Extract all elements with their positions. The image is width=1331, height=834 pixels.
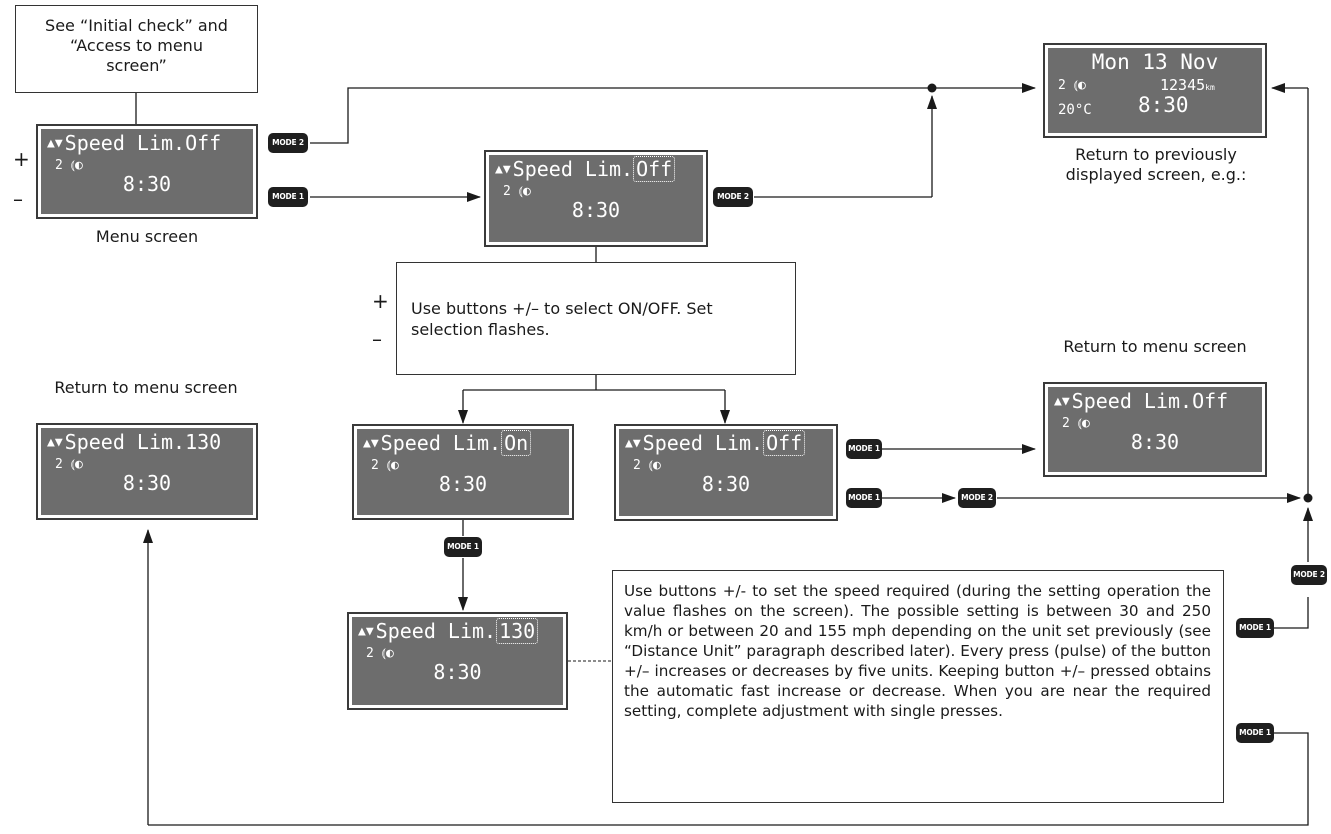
- gear-indicator: 2: [1062, 416, 1070, 431]
- speed-note: Use buttons +/- to set the speed require…: [612, 570, 1224, 803]
- speed-note-text: Use buttons +/- to set the speed require…: [624, 582, 1211, 720]
- display-value: 130: [185, 430, 222, 454]
- return-previous-caption: Return to previously displayed screen, e…: [1065, 145, 1247, 184]
- return-menu-left-caption: Return to menu screen: [54, 378, 238, 397]
- gear-indicator: 2: [366, 646, 374, 661]
- mode1-button[interactable]: MODE 1: [846, 488, 882, 508]
- display-label: Speed Lim.: [512, 157, 634, 181]
- minus-sign: –: [372, 327, 382, 351]
- plus-sign: +: [372, 289, 389, 313]
- display-time: 8:30: [701, 472, 751, 496]
- off-flash-display-2: ▲▼Speed Lim.Off 2 ⦅◐ 8:30: [614, 424, 838, 521]
- odometer-unit: km: [1205, 83, 1215, 92]
- select-note-text: Use buttons +/– to select ON/OFF. Set se…: [411, 299, 713, 339]
- display-value-flashing: On: [501, 430, 532, 456]
- display-value-flashing: Off: [763, 430, 806, 456]
- headlight-icon: ⦅◐: [70, 158, 83, 173]
- headlight-icon: ⦅◐: [70, 457, 83, 472]
- updown-arrow-icon: ▲▼: [47, 136, 63, 151]
- menu-screen-display: ▲▼Speed Lim.Off 2 ⦅◐ 8:30: [36, 124, 258, 219]
- updown-arrow-icon: ▲▼: [47, 435, 63, 450]
- mode1-button[interactable]: MODE 1: [268, 187, 308, 207]
- mode2-button[interactable]: MODE 2: [1291, 565, 1327, 585]
- odometer-value: 12345: [1160, 76, 1206, 94]
- display-time: 8:30: [1138, 93, 1189, 117]
- gear-indicator: 2: [503, 184, 511, 199]
- start-note: See “Initial check” and “Access to menu …: [15, 5, 258, 93]
- temperature-value: 20°C: [1058, 102, 1092, 118]
- updown-arrow-icon: ▲▼: [358, 624, 374, 639]
- speed-flash-display: ▲▼Speed Lim.130 2 ⦅◐ 8:30: [347, 612, 568, 710]
- select-note: Use buttons +/– to select ON/OFF. Set se…: [396, 262, 796, 375]
- headlight-icon: ⦅◐: [648, 458, 661, 473]
- headlight-icon: ⦅◐: [381, 646, 394, 661]
- display-label: Speed Lim.: [64, 131, 186, 155]
- gear-indicator: 2: [633, 458, 641, 473]
- display-value: Off: [1192, 389, 1229, 413]
- gear-indicator: 2: [371, 458, 379, 473]
- start-note-text: See “Initial check” and “Access to menu …: [45, 16, 228, 75]
- updown-arrow-icon: ▲▼: [495, 162, 511, 177]
- mode1-button[interactable]: MODE 1: [444, 537, 482, 557]
- updown-arrow-icon: ▲▼: [363, 436, 379, 451]
- display-time: 8:30: [438, 472, 488, 496]
- return-menu-right-caption: Return to menu screen: [1063, 337, 1247, 356]
- display-time: 8:30: [122, 172, 172, 196]
- headlight-icon: ⦅◐: [518, 184, 531, 199]
- display-time: 8:30: [571, 198, 621, 222]
- gear-indicator: 2: [55, 158, 63, 173]
- updown-arrow-icon: ▲▼: [1054, 394, 1070, 409]
- menu-screen-caption: Menu screen: [95, 227, 199, 246]
- display-time: 8:30: [122, 471, 172, 495]
- off-flash-display: ▲▼Speed Lim.Off 2 ⦅◐ 8:30: [484, 150, 708, 247]
- display-label: Speed Lim.: [642, 431, 764, 455]
- mode2-button[interactable]: MODE 2: [268, 133, 308, 153]
- display-label: Speed Lim.: [1071, 389, 1193, 413]
- display-value: Off: [185, 131, 222, 155]
- mode1-button[interactable]: MODE 1: [1236, 618, 1274, 638]
- headlight-icon: ⦅◐: [386, 458, 399, 473]
- updown-arrow-icon: ▲▼: [625, 436, 641, 451]
- display-value-flashing: 130: [496, 618, 539, 644]
- mode2-button[interactable]: MODE 2: [958, 488, 996, 508]
- display-label: Speed Lim.: [375, 619, 497, 643]
- mode1-button[interactable]: MODE 1: [846, 439, 882, 459]
- return-menu-right-display: ▲▼Speed Lim.Off 2 ⦅◐ 8:30: [1043, 382, 1267, 477]
- minus-sign: –: [13, 187, 23, 211]
- display-label: Speed Lim.: [64, 430, 186, 454]
- gear-indicator: 2: [1058, 78, 1066, 93]
- headlight-icon: ⦅◐: [1073, 78, 1086, 93]
- plus-sign: +: [13, 147, 30, 171]
- display-time: 8:30: [433, 660, 482, 684]
- gear-indicator: 2: [55, 457, 63, 472]
- mode1-button[interactable]: MODE 1: [1236, 723, 1274, 743]
- headlight-icon: ⦅◐: [1077, 416, 1090, 431]
- return-menu-left-display: ▲▼Speed Lim.130 2 ⦅◐ 8:30: [36, 423, 258, 520]
- previous-screen-display: Mon 13 Nov 2 ⦅◐ 12345km 20°C 8:30: [1043, 43, 1267, 138]
- display-value-flashing: Off: [633, 156, 676, 182]
- on-flash-display: ▲▼Speed Lim.On 2 ⦅◐ 8:30: [352, 424, 574, 520]
- display-label: Speed Lim.: [380, 431, 502, 455]
- display-date: Mon 13 Nov: [1091, 50, 1219, 74]
- mode2-button[interactable]: MODE 2: [713, 187, 753, 207]
- display-time: 8:30: [1130, 430, 1180, 454]
